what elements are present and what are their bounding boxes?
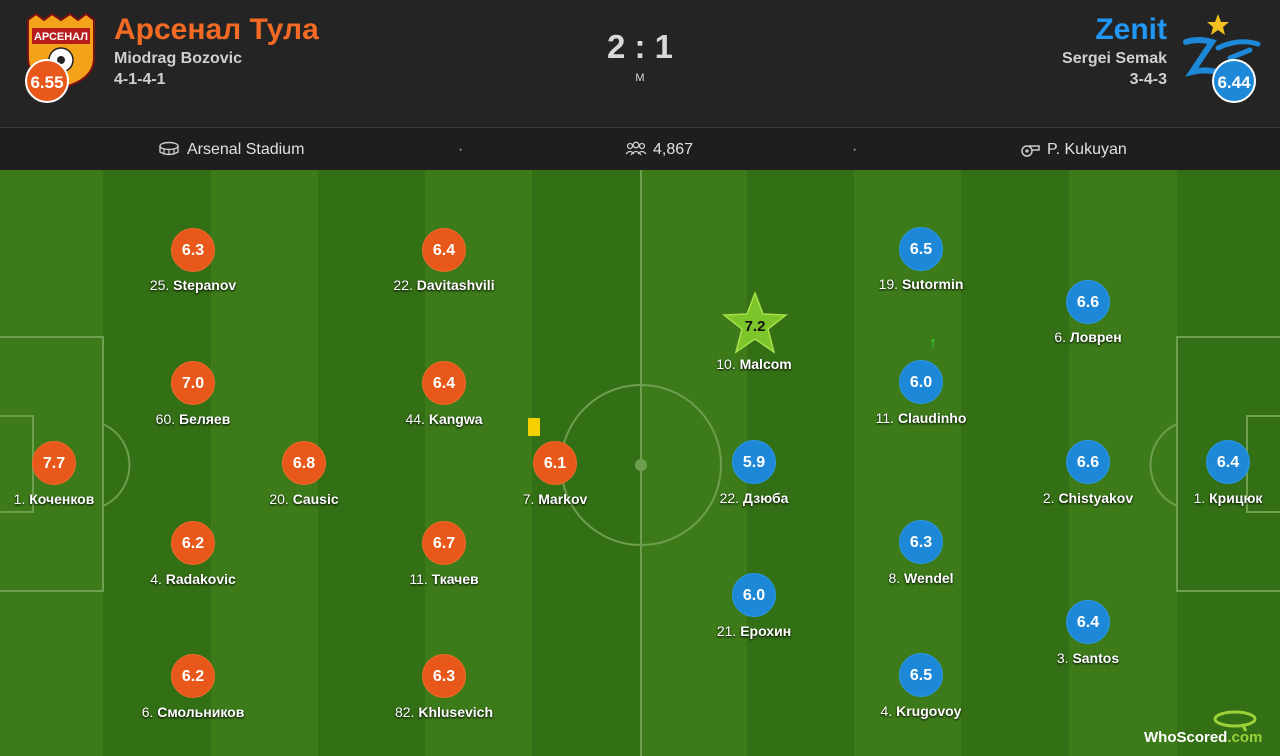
match-score: 2 : 1 <box>606 28 674 65</box>
referee-name: P. Kukuyan <box>1047 141 1127 158</box>
match-header: АРСЕНАЛ 6.55 Арсенал Тула Miodrag Bozovi… <box>0 0 1280 128</box>
player-rating[interactable]: 6.4 <box>1066 600 1110 644</box>
player-name[interactable]: 19. Sutormin <box>878 276 964 292</box>
sub-arrow-icon: ↑ <box>929 335 937 352</box>
svg-text:АРСЕНАЛ: АРСЕНАЛ <box>34 31 88 43</box>
player-rating[interactable]: 6.2 <box>171 521 215 565</box>
player-name[interactable]: 10. Malcom <box>716 356 792 372</box>
home-team-rating: 6.55 <box>25 59 69 103</box>
player-rating[interactable]: 6.5 <box>899 227 943 271</box>
player-name[interactable]: 22. Дзюба <box>719 490 789 506</box>
player-name[interactable]: 6. Ловрен <box>1054 329 1122 345</box>
player-rating[interactable]: 6.4 <box>422 228 466 272</box>
player-rating[interactable]: 6.0 <box>899 360 943 404</box>
match-info-bar <box>0 128 1280 171</box>
people-icon <box>625 141 647 156</box>
player-rating[interactable]: 7.2 <box>744 318 766 335</box>
player-rating[interactable]: 6.3 <box>171 228 215 272</box>
player-name[interactable]: 2. Chistyakov <box>1042 490 1134 506</box>
player-name[interactable]: 1. Крицюк <box>1193 490 1263 506</box>
player-name[interactable]: 4. Radakovic <box>150 571 236 587</box>
home-formation: 4-1-4-1 <box>114 71 166 88</box>
player-rating[interactable]: 6.4 <box>1206 440 1250 484</box>
star-icon[interactable] <box>722 292 788 354</box>
attendance-count: 4,867 <box>653 141 694 158</box>
player-rating[interactable]: 7.7 <box>32 441 76 485</box>
away-manager: Sergei Semak <box>1062 50 1167 67</box>
player-name[interactable]: 25. Stepanov <box>149 277 237 293</box>
away-formation: 3-4-3 <box>1129 71 1167 88</box>
whoscored-watermark: WhoScored.com <box>1144 729 1263 746</box>
info-separator: · <box>458 141 464 158</box>
player-name[interactable]: 20. Causic <box>269 491 339 507</box>
player-rating[interactable]: 6.0 <box>732 573 776 617</box>
home-team-name[interactable]: Арсенал Тула <box>114 13 319 46</box>
player-rating[interactable]: 6.5 <box>899 653 943 697</box>
player-rating[interactable]: 6.6 <box>1066 440 1110 484</box>
player-name[interactable]: 44. Kangwa <box>405 411 483 427</box>
player-rating[interactable]: 6.3 <box>899 520 943 564</box>
player-name[interactable]: 6. Смольников <box>141 704 245 720</box>
away-team-rating: 6.44 <box>1212 59 1256 103</box>
match-status: M <box>635 72 645 84</box>
player-rating[interactable]: 5.9 <box>732 440 776 484</box>
player-rating[interactable]: 6.8 <box>282 441 326 485</box>
player-rating[interactable]: 6.6 <box>1066 280 1110 324</box>
player-name[interactable]: 3. Santos <box>1056 650 1120 666</box>
player-name[interactable]: 21. Ерохин <box>716 623 792 639</box>
whoscored-logo-icon <box>1213 710 1257 732</box>
player-name[interactable]: 1. Коченков <box>13 491 95 507</box>
player-rating[interactable]: 6.2 <box>171 654 215 698</box>
info-separator: · <box>852 141 858 158</box>
player-rating[interactable]: 6.3 <box>422 654 466 698</box>
whistle-icon <box>1021 145 1040 157</box>
player-rating[interactable]: 6.7 <box>422 521 466 565</box>
stadium-icon <box>159 141 179 156</box>
player-name[interactable]: 22. Davitashvili <box>393 277 495 293</box>
yellow-card-icon <box>528 418 540 436</box>
player-name[interactable]: 11. Ткачев <box>409 571 479 587</box>
player-name[interactable]: 8. Wendel <box>888 570 954 586</box>
player-name[interactable]: 60. Беляев <box>155 411 231 427</box>
player-name[interactable]: 4. Krugovoy <box>880 703 962 719</box>
player-name[interactable]: 11. Claudinho <box>875 410 967 426</box>
stadium-name: Arsenal Stadium <box>187 141 305 158</box>
player-name[interactable]: 7. Markov <box>522 491 588 507</box>
away-team-name[interactable]: Zenit <box>1095 13 1167 46</box>
player-rating[interactable]: 6.1 <box>533 441 577 485</box>
player-rating[interactable]: 7.0 <box>171 361 215 405</box>
player-name[interactable]: 82. Khlusevich <box>394 704 494 720</box>
home-manager: Miodrag Bozovic <box>114 50 243 67</box>
player-rating[interactable]: 6.4 <box>422 361 466 405</box>
